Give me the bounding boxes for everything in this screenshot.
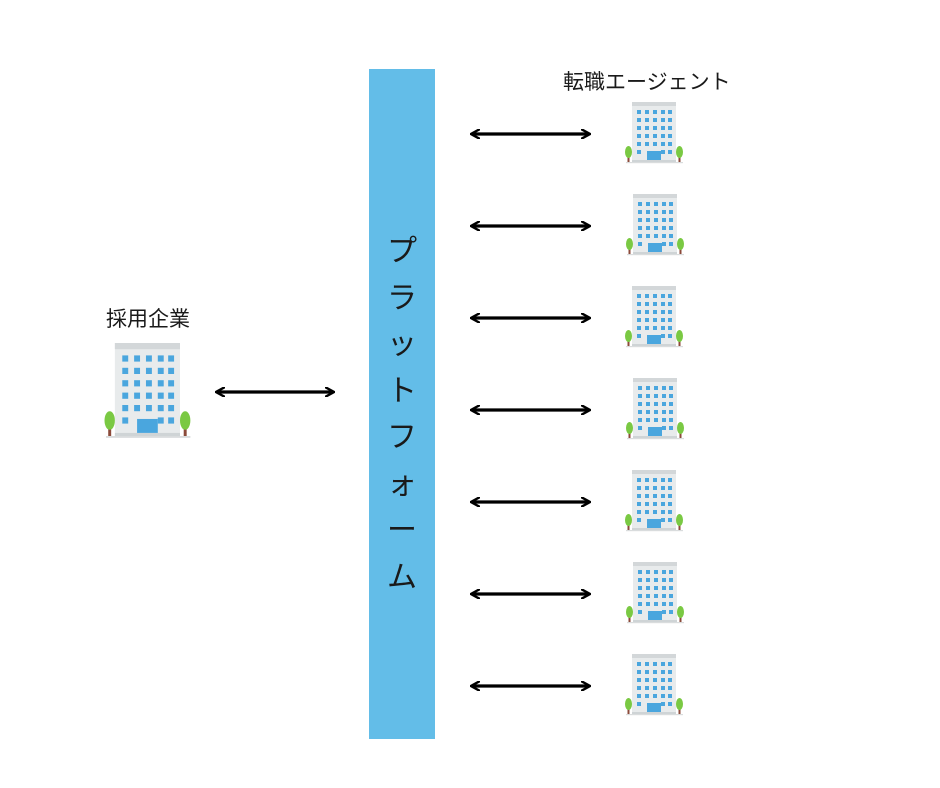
agent-building-icon — [625, 470, 683, 532]
platform-label-char: ッ — [387, 327, 417, 362]
platform-bar: プラットフォーム — [369, 69, 435, 739]
platform-label-char: ー — [387, 513, 417, 548]
platform-label-char: フ — [387, 420, 417, 455]
agent-building-icon — [625, 654, 683, 716]
company-building-icon — [104, 343, 191, 438]
agent-building-icon — [626, 378, 684, 440]
agents-group — [472, 102, 684, 716]
platform-label-char: プ — [387, 234, 417, 269]
agents-label: 転職エージェント — [563, 70, 731, 94]
platform-label-char: ム — [387, 559, 417, 595]
platform-label-char: ト — [387, 373, 417, 409]
agent-building-icon — [626, 562, 684, 624]
agent-building-icon — [625, 102, 683, 164]
company-label: 採用企業 — [106, 307, 190, 331]
platform-label-char: ォ — [387, 466, 417, 502]
agent-building-icon — [626, 194, 684, 256]
platform-label: プラットフォーム — [369, 229, 435, 601]
platform-label-char: ラ — [387, 280, 417, 316]
agent-building-icon — [625, 286, 683, 348]
